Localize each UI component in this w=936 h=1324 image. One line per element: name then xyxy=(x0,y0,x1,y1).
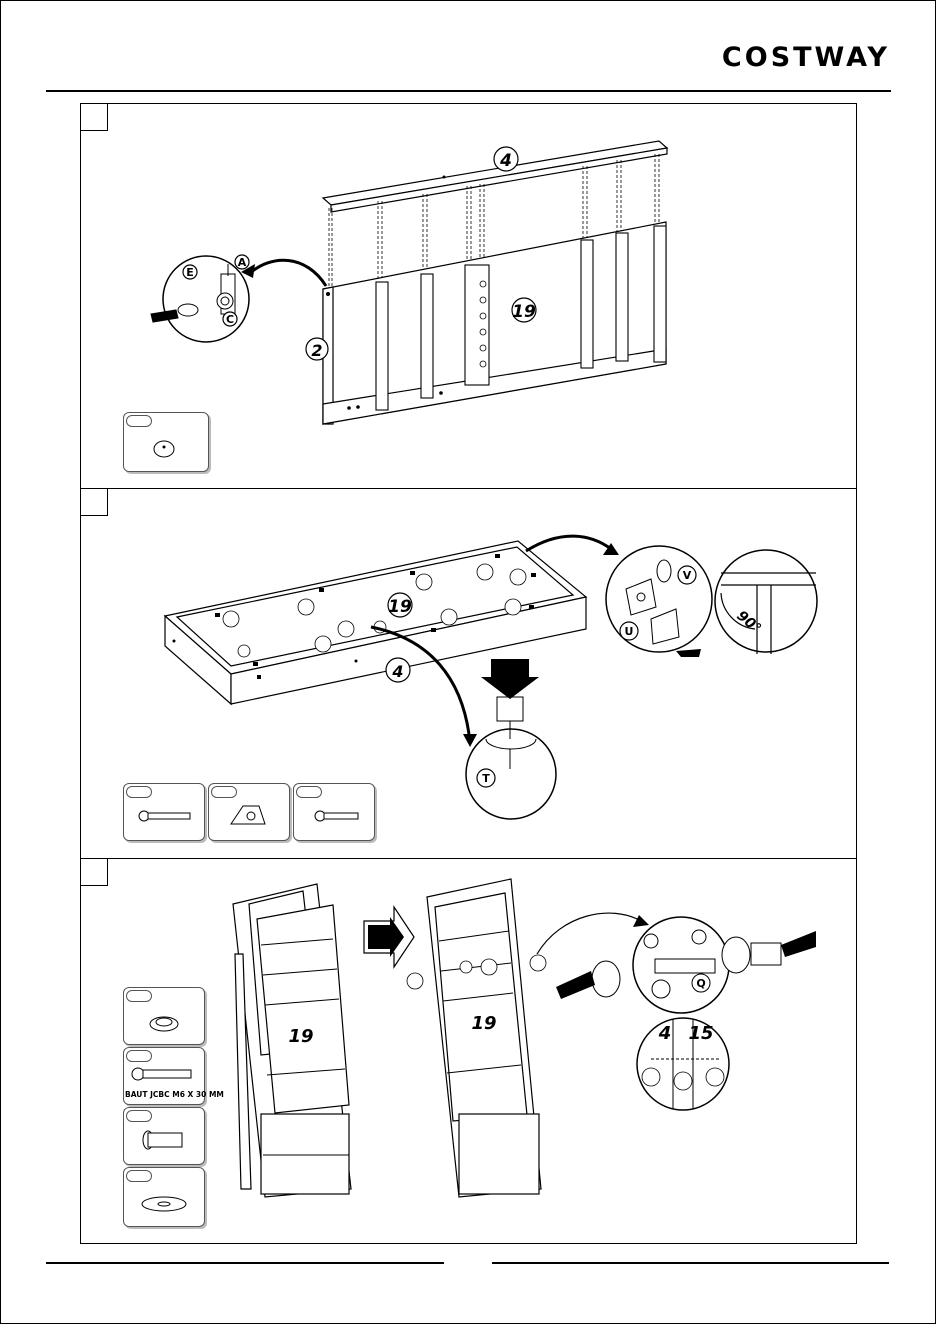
label-19-back: 19 xyxy=(512,302,536,322)
detail-label-e: E xyxy=(186,266,194,279)
brand-logo: COSTWAY xyxy=(722,42,890,73)
part-box-washer xyxy=(123,1167,205,1227)
part-box-screw-long xyxy=(123,783,205,841)
step-1-panel: 4 2 19 A C E xyxy=(80,103,857,489)
part-box-washer-cap xyxy=(123,987,205,1045)
part-box-barrel-nut xyxy=(123,1107,205,1165)
detail-label-4: 4 xyxy=(658,1023,672,1044)
step-3-panel: 19 19 Q 4 15 BAUT JCBC M6 X 30 MM xyxy=(80,858,857,1244)
step-2-panel: 19 4 V U T 90° xyxy=(80,488,857,859)
footer-rule-right xyxy=(492,1262,889,1264)
label-19-before: 19 xyxy=(288,1026,313,1047)
label-19-back: 19 xyxy=(388,597,412,617)
cap-icon xyxy=(150,1017,178,1031)
part-box-screw-short xyxy=(293,783,375,841)
bracket-icon xyxy=(231,806,265,824)
label-4-top: 4 xyxy=(499,151,512,171)
footer-rule-left xyxy=(46,1262,444,1264)
detail-label-u: U xyxy=(625,625,634,638)
part-box-bracket xyxy=(208,783,290,841)
header-rule xyxy=(46,90,891,92)
detail-label-a: A xyxy=(238,256,247,269)
label-2-side: 2 xyxy=(311,341,322,360)
detail-label-15: 15 xyxy=(688,1023,713,1044)
detail-label-v: V xyxy=(683,569,692,582)
label-4-bottom: 4 xyxy=(391,662,403,681)
bolt-caption: BAUT JCBC M6 X 30 MM xyxy=(125,1090,224,1099)
label-19-after: 19 xyxy=(471,1013,496,1034)
part-box-cam-lock-cover xyxy=(123,412,209,472)
detail-label-t: T xyxy=(482,772,490,785)
cam-cover-icon xyxy=(154,441,174,457)
part-box-bolt: BAUT JCBC M6 X 30 MM xyxy=(123,1047,205,1105)
bolt-icon xyxy=(132,1068,191,1080)
short-screw-icon xyxy=(315,811,358,821)
washer-icon xyxy=(142,1197,186,1211)
screw-icon xyxy=(139,811,190,821)
barrel-nut-icon xyxy=(143,1131,182,1149)
detail-label-c: C xyxy=(226,313,234,326)
detail-label-q: Q xyxy=(696,977,705,990)
